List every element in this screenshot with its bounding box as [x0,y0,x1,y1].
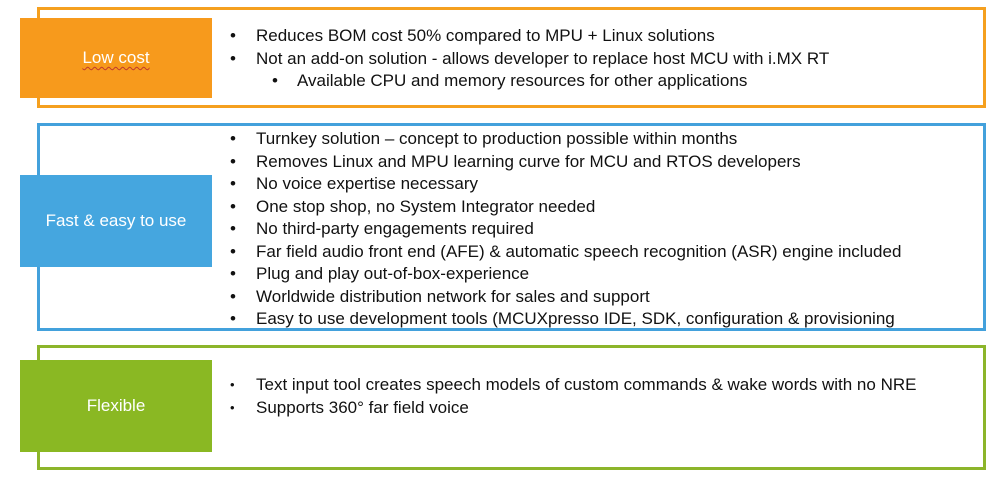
flexible-tag: Flexible [20,360,212,452]
list-item: Turnkey solution – concept to production… [230,128,901,151]
list-item: Supports 360° far field voice [230,397,916,420]
fast-easy-label: Fast & easy to use [45,211,187,230]
list-item: Worldwide distribution network for sales… [230,286,901,309]
list-item: Text input tool creates speech models of… [230,374,916,397]
fast-easy-list: Turnkey solution – concept to production… [230,128,901,331]
low-cost-label: Low cost [82,48,150,67]
list-item: No third-party engagements required [230,218,901,241]
low-cost-tag: Low cost [20,18,212,98]
list-item: Far field audio front end (AFE) & automa… [230,241,901,264]
list-item: One stop shop, no System Integrator need… [230,196,901,219]
flexible-list: Text input tool creates speech models of… [230,374,916,419]
fast-easy-tag: Fast & easy to use [20,175,212,267]
flexible-label: Flexible [86,396,146,415]
list-item: No voice expertise necessary [230,173,901,196]
list-item: Reduces BOM cost 50% compared to MPU + L… [230,25,829,48]
list-item: Available CPU and memory resources for o… [230,70,829,93]
list-item: Easy to use development tools (MCUXpress… [230,308,901,331]
low-cost-list: Reduces BOM cost 50% compared to MPU + L… [230,25,829,93]
list-item: Removes Linux and MPU learning curve for… [230,151,901,174]
list-item: Plug and play out-of-box-experience [230,263,901,286]
list-item: Not an add-on solution - allows develope… [230,48,829,71]
